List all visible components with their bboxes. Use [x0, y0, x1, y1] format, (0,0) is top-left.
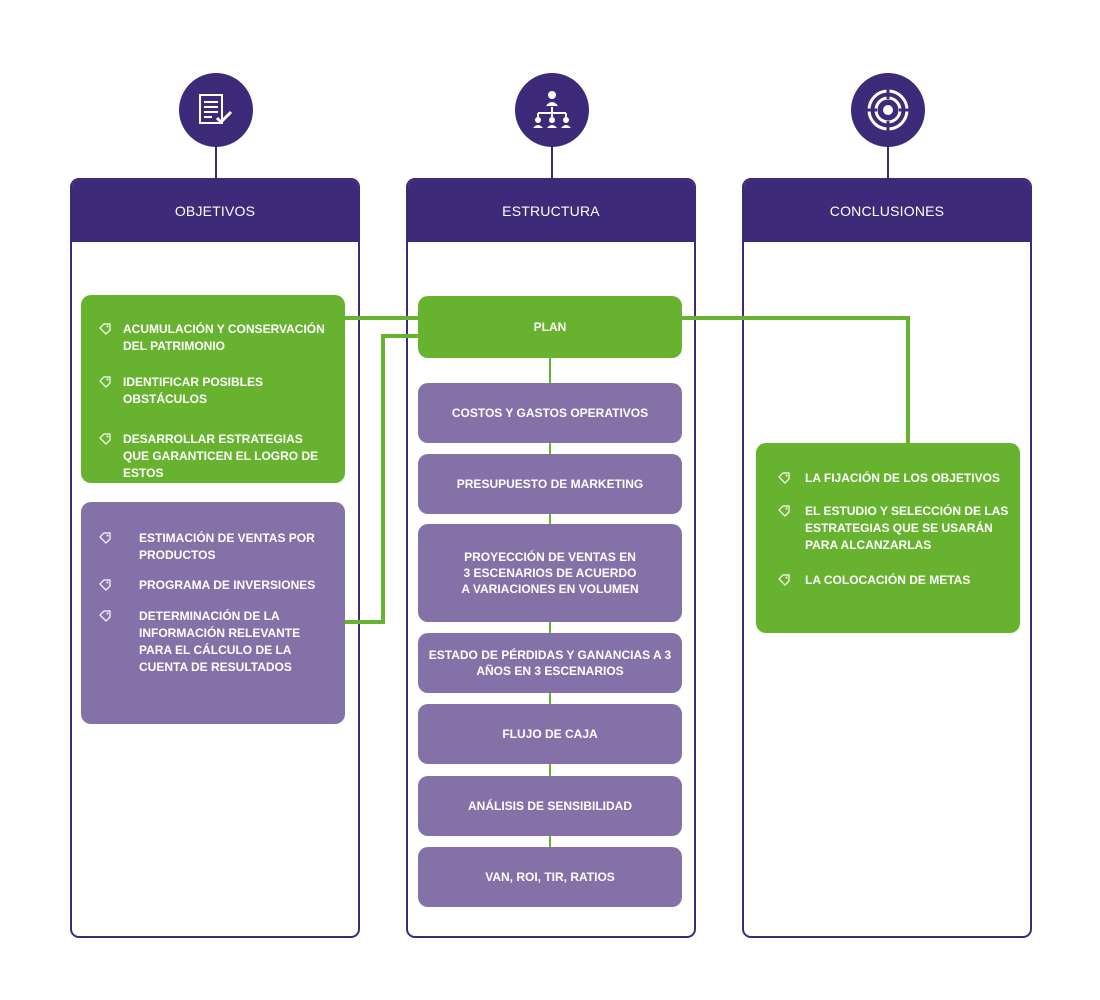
- objetivo-item: PROGRAMA DE INVERSIONES: [99, 577, 329, 594]
- objetivos-green-box: ACUMULACIÓN Y CONSERVACIÓN DEL PATRIMONI…: [81, 295, 345, 483]
- step-label: PROYECCIÓN DE VENTAS EN 3 ESCENARIOS DE …: [461, 550, 639, 596]
- step-label: COSTOS Y GASTOS OPERATIVOS: [451, 406, 649, 420]
- objetivo-text: ACUMULACIÓN Y CONSERVACIÓN DEL PATRIMONI…: [123, 322, 325, 353]
- stem-objetivos: [215, 140, 217, 180]
- document-check-icon: [179, 73, 253, 147]
- target-icon: [851, 73, 925, 147]
- objetivo-item: DETERMINACIÓN DE LA INFORMACIÓN RELEVANT…: [99, 608, 329, 676]
- step-proyeccion: PROYECCIÓN DE VENTAS EN 3 ESCENARIOS DE …: [418, 524, 682, 622]
- panel-title-conclusiones: CONCLUSIONES: [744, 180, 1030, 242]
- step-sensibilidad: ANÁLISIS DE SENSIBILIDAD: [418, 776, 682, 836]
- connector-plan-conclusiones-v-overlay: [906, 316, 910, 444]
- objetivo-item: IDENTIFICAR POSIBLES OBSTÁCULOS: [99, 374, 329, 408]
- tag-icon: [99, 323, 111, 335]
- objetivo-text: IDENTIFICAR POSIBLES OBSTÁCULOS: [123, 375, 264, 406]
- connector-objetivos-plan-overlay: [345, 316, 418, 320]
- step-estado: ESTADO DE PÉRDIDAS Y GANANCIAS A 3 AÑOS …: [418, 633, 682, 693]
- objetivo-text: DESARROLLAR ESTRATEGIAS QUE GARANTICEN E…: [123, 432, 319, 480]
- tag-icon: [778, 505, 790, 517]
- step-costos: COSTOS Y GASTOS OPERATIVOS: [418, 383, 682, 443]
- connector-plan-conclusiones-h-overlay: [682, 316, 910, 320]
- objetivos-purple-box: ESTIMACIÓN DE VENTAS POR PRODUCTOS PROGR…: [81, 502, 345, 724]
- step-label: VAN, ROI, TIR, RATIOS: [485, 870, 615, 884]
- conclusion-item: LA FIJACIÓN DE LOS OBJETIVOS: [778, 470, 1012, 487]
- tag-icon: [778, 472, 790, 484]
- conclusion-text: LA COLOCACIÓN DE METAS: [805, 573, 971, 587]
- objetivo-item: ESTIMACIÓN DE VENTAS POR PRODUCTOS: [99, 530, 329, 564]
- step-flujo: FLUJO DE CAJA: [418, 704, 682, 764]
- tag-icon: [778, 574, 790, 586]
- step-label: ANÁLISIS DE SENSIBILIDAD: [467, 799, 632, 813]
- tag-icon: [99, 579, 111, 591]
- objetivo-item: DESARROLLAR ESTRATEGIAS QUE GARANTICEN E…: [99, 431, 329, 482]
- step-label: FLUJO DE CAJA: [502, 727, 598, 741]
- objetivo-text: DETERMINACIÓN DE LA INFORMACIÓN RELEVANT…: [139, 609, 301, 674]
- tag-icon: [99, 433, 111, 445]
- conclusion-text: EL ESTUDIO Y SELECCIÓN DE LAS ESTRATEGIA…: [805, 504, 1009, 552]
- objetivo-item: ACUMULACIÓN Y CONSERVACIÓN DEL PATRIMONI…: [99, 321, 329, 355]
- connector-purple-vertical-overlay: [381, 334, 385, 624]
- tag-icon: [99, 610, 111, 622]
- conclusion-item: LA COLOCACIÓN DE METAS: [778, 572, 1012, 589]
- step-marketing: PRESUPUESTO DE MARKETING: [418, 454, 682, 514]
- stem-estructura: [551, 140, 553, 180]
- conclusiones-green-box: LA FIJACIÓN DE LOS OBJETIVOS EL ESTUDIO …: [756, 443, 1020, 633]
- conclusion-text: LA FIJACIÓN DE LOS OBJETIVOS: [805, 471, 1000, 485]
- panel-title-estructura: ESTRUCTURA: [408, 180, 694, 242]
- connector-purple-h-overlay: [345, 620, 385, 624]
- plan-box: PLAN: [418, 296, 682, 358]
- step-label: ESTADO DE PÉRDIDAS Y GANANCIAS A 3 AÑOS …: [428, 648, 672, 678]
- stem-conclusiones: [887, 140, 889, 180]
- step-ratios: VAN, ROI, TIR, RATIOS: [418, 847, 682, 907]
- conclusion-item: EL ESTUDIO Y SELECCIÓN DE LAS ESTRATEGIA…: [778, 503, 1012, 554]
- objetivo-text: ESTIMACIÓN DE VENTAS POR PRODUCTOS: [139, 531, 315, 562]
- step-label: PRESUPUESTO DE MARKETING: [456, 477, 644, 491]
- objetivo-text: PROGRAMA DE INVERSIONES: [139, 578, 316, 592]
- org-chart-icon: [515, 73, 589, 147]
- tag-icon: [99, 532, 111, 544]
- connector-purple-to-plan-overlay: [381, 334, 418, 338]
- tag-icon: [99, 376, 111, 388]
- panel-title-objetivos: OBJETIVOS: [72, 180, 358, 242]
